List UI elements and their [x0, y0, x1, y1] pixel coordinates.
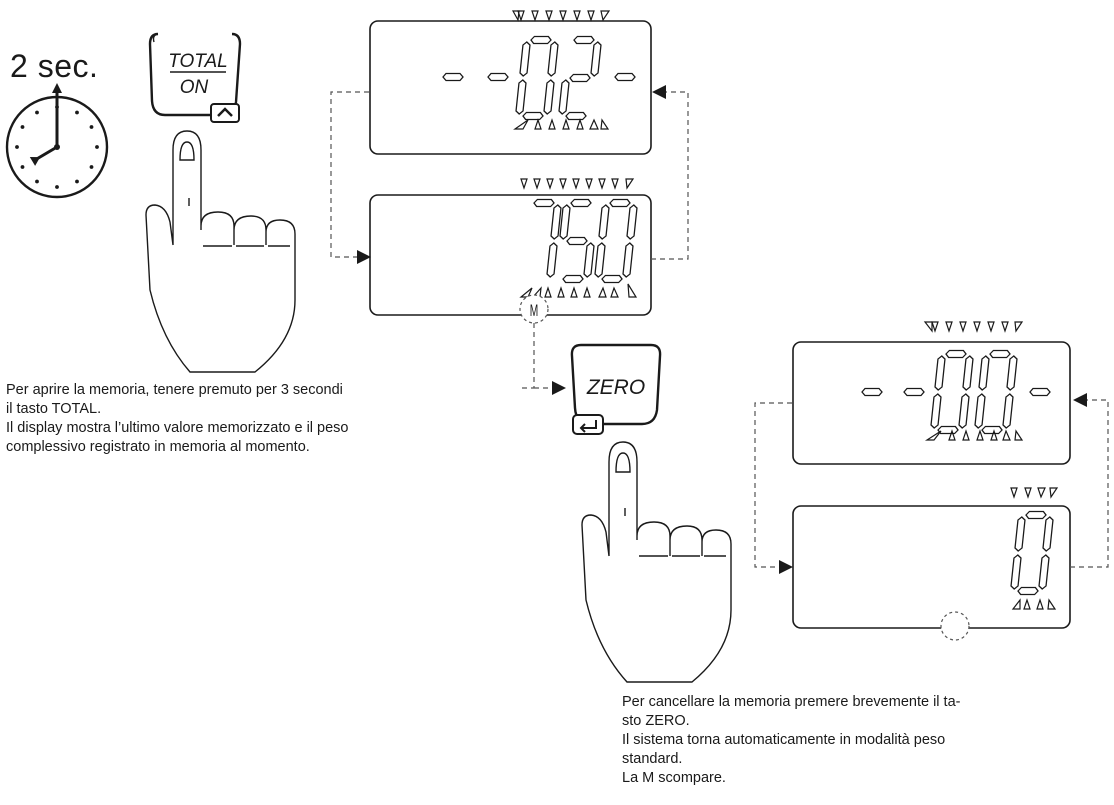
link-to-zero-arrow — [522, 323, 566, 395]
timer-label: 2 sec. — [10, 48, 99, 84]
caption-line: Per cancellare la memoria premere brevem… — [622, 694, 961, 710]
zero-key[interactable]: ZERO — [570, 343, 662, 435]
caption-line: sto ZERO. — [622, 713, 690, 729]
clock-icon — [5, 83, 109, 199]
display-cleared-index — [792, 321, 1071, 465]
caption-line: Il sistema torna automaticamente in moda… — [622, 732, 946, 748]
caption-line: Per aprire la memoria, tenere premuto pe… — [6, 382, 343, 398]
memory-marker-cleared — [940, 611, 970, 641]
caption-line: La M scompare. — [622, 770, 726, 786]
memory-marker-highlight — [519, 294, 549, 324]
caption-line: standard. — [622, 751, 683, 767]
caption-line: complessivo registrato in memoria al mom… — [6, 439, 310, 455]
display-memory-total: M — [369, 178, 652, 324]
caption-line: il tasto TOTAL. — [6, 401, 102, 417]
caption-clear-memory: Per cancellare la memoria premere brevem… — [622, 693, 1084, 788]
memory-marker-label: M — [530, 300, 538, 319]
total-on-key[interactable]: TOTAL ON — [148, 32, 242, 123]
pointing-hand-icon — [581, 441, 732, 683]
caption-open-memory: Per aprire la memoria, tenere premuto pe… — [6, 381, 466, 457]
cycle-arrowheads-right — [779, 393, 1087, 574]
total-key-bottom-label: ON — [180, 77, 209, 98]
caret-up-icon — [210, 103, 240, 123]
display-memory-index: 02 — [369, 10, 652, 155]
cycle-arrows-left — [330, 91, 689, 260]
zero-key-label: ZERO — [586, 376, 645, 399]
cycle-arrowheads-left — [357, 85, 666, 264]
total-key-top-label: TOTAL — [168, 51, 227, 72]
enter-return-icon — [572, 414, 604, 435]
pointing-hand-icon — [145, 130, 296, 373]
display-cleared-weight — [792, 487, 1071, 641]
caption-line: Il display mostra l’ultimo valore memori… — [6, 420, 349, 436]
cycle-arrows-right — [754, 399, 1109, 568]
